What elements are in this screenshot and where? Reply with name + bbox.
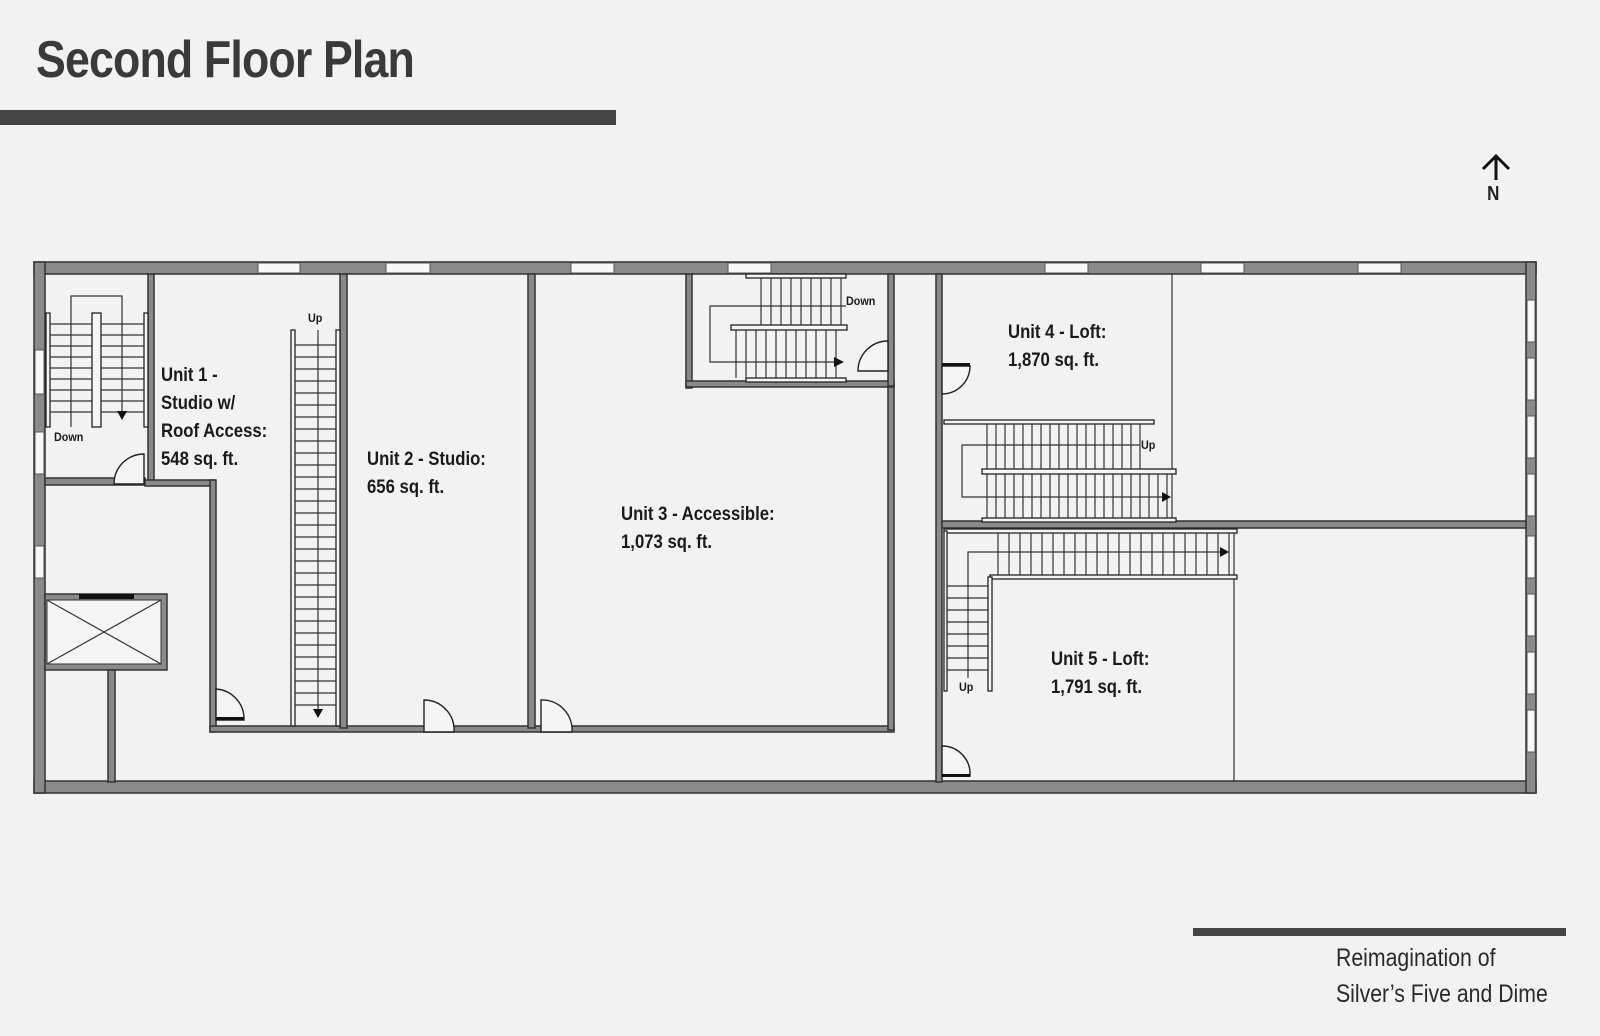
footer-line-2: Silver’s Five and Dime [1336,980,1548,1008]
unit-1-area: 548 sq. ft. [161,449,239,470]
unit-5-area: 1,791 sq. ft. [1051,677,1143,698]
unit-2-label: Unit 2 - Studio: 656 sq. ft. [367,446,486,502]
unit-1-label: Unit 1 - Studio w/ Roof Access: 548 sq. … [161,362,267,474]
unit-4-area: 1,870 sq. ft. [1008,350,1100,371]
unit-5-name: Unit 5 - Loft: [1051,649,1150,670]
unit-1-name-line1: Unit 1 - [161,365,218,386]
footer-caption: Reimagination of Silver’s Five and Dime [1336,940,1548,1012]
unit-1-name-line2: Studio w/ [161,393,236,414]
west-stair-label: Down [54,430,84,444]
footer-rule [1193,928,1566,936]
unit-3-name: Unit 3 - Accessible: [621,504,775,525]
unit-3-area: 1,073 sq. ft. [621,532,713,553]
unit-2-name: Unit 2 - Studio: [367,449,486,470]
unit-1-name-line3: Roof Access: [161,421,268,442]
footer-line-1: Reimagination of [1336,944,1496,972]
unit4-stair-label: Up [1141,438,1156,452]
title-underline [0,110,616,125]
unit-2-area: 656 sq. ft. [367,477,445,498]
north-label: N [1487,183,1500,205]
unit-4-label: Unit 4 - Loft: 1,870 sq. ft. [1008,319,1106,375]
unit-5-label: Unit 5 - Loft: 1,791 sq. ft. [1051,646,1149,702]
north-arrow-icon [1481,153,1511,180]
unit1-stair-label: Up [308,311,323,325]
unit-3-label: Unit 3 - Accessible: 1,073 sq. ft. [621,501,775,557]
page-title: Second Floor Plan [36,31,415,89]
unit5-stair-label: Up [959,680,974,694]
central-stair-label: Down [846,294,876,308]
unit-4-name: Unit 4 - Loft: [1008,322,1107,343]
